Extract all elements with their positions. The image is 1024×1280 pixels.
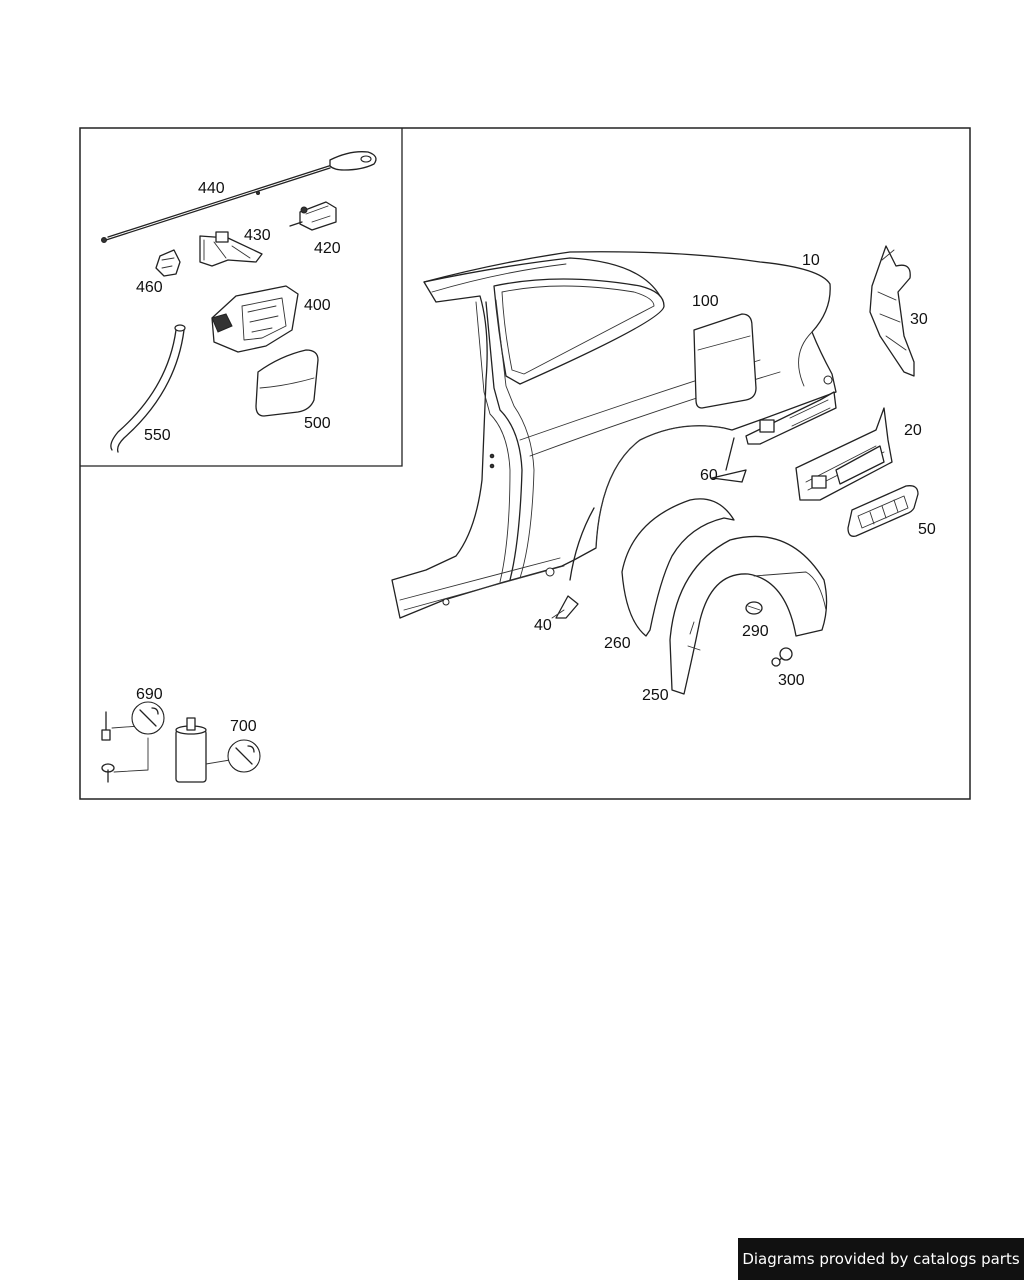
part-460-clip bbox=[155, 249, 181, 277]
callout-50: 50 bbox=[918, 521, 936, 538]
part-300-rivet bbox=[771, 647, 793, 667]
callout-30: 30 bbox=[910, 311, 928, 328]
callout-430: 430 bbox=[244, 227, 271, 244]
part-690-tool-icon bbox=[131, 701, 165, 735]
part-100-reinforcement-panel bbox=[693, 313, 757, 409]
diagram-frame bbox=[79, 127, 971, 800]
part-30-tail-bracket bbox=[869, 245, 915, 377]
part-430-bracket bbox=[199, 231, 263, 267]
callout-290: 290 bbox=[742, 623, 769, 640]
credit-banner: Diagrams provided by catalogs parts bbox=[738, 1238, 1024, 1280]
part-labels: 440 430 420 460 400 550 500 10 100 30 20… bbox=[136, 180, 936, 735]
callout-100: 100 bbox=[692, 293, 719, 310]
part-250-wheel-housing-liner bbox=[669, 535, 828, 695]
callout-260: 260 bbox=[604, 635, 631, 652]
callout-460: 460 bbox=[136, 279, 163, 296]
callout-250: 250 bbox=[642, 687, 669, 704]
part-50-vent-grille bbox=[847, 485, 919, 537]
leader-lines bbox=[147, 609, 565, 703]
callout-500: 500 bbox=[304, 415, 331, 432]
inset-frame bbox=[80, 128, 403, 467]
part-400-fuel-filler-housing bbox=[211, 285, 299, 353]
part-420-actuator bbox=[289, 201, 337, 231]
callout-40: 40 bbox=[534, 617, 552, 634]
callout-550: 550 bbox=[144, 427, 171, 444]
callout-20: 20 bbox=[904, 422, 922, 439]
part-260-wheel-arch-trim bbox=[621, 498, 735, 637]
part-40-seal-strip bbox=[555, 507, 595, 619]
callout-420: 420 bbox=[314, 240, 341, 257]
callout-10: 10 bbox=[802, 252, 820, 269]
callout-300: 300 bbox=[778, 672, 805, 689]
callout-700: 700 bbox=[230, 718, 257, 735]
callout-440: 440 bbox=[198, 180, 225, 197]
part-550-drain-hose bbox=[110, 324, 186, 453]
part-690-screw-set bbox=[101, 711, 149, 783]
part-700-tool-icon bbox=[227, 739, 261, 773]
part-rear-bracket bbox=[745, 391, 837, 445]
part-440-release-cable bbox=[101, 151, 377, 243]
callout-60: 60 bbox=[700, 467, 718, 484]
callout-400: 400 bbox=[304, 297, 331, 314]
part-500-fuel-filler-flap bbox=[255, 349, 319, 417]
part-20-inner-panel bbox=[795, 407, 893, 501]
part-290-clip bbox=[745, 601, 763, 615]
part-60-fitting bbox=[711, 437, 747, 483]
callout-690: 690 bbox=[136, 686, 163, 703]
part-700-adhesive-cartridge bbox=[175, 717, 231, 783]
